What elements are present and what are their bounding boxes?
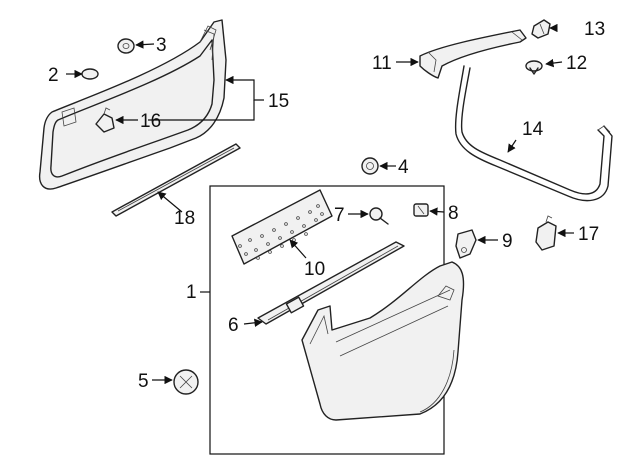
- callout-9: 9: [502, 231, 513, 252]
- callout-17: 17: [578, 224, 599, 245]
- clip-3: [117, 38, 135, 54]
- hinge-9: [455, 229, 477, 259]
- callout-1: 1: [186, 282, 197, 303]
- upper-seal-11: [419, 29, 527, 79]
- clip-8: [413, 203, 429, 217]
- cap-5: [173, 369, 199, 395]
- callout-13: 13: [584, 19, 605, 40]
- callout-14: 14: [522, 119, 544, 140]
- callout-6: 6: [228, 315, 239, 336]
- door-seal-14: [454, 65, 613, 202]
- callout-12: 12: [566, 53, 587, 74]
- leaders: [66, 23, 574, 385]
- regulator-rail-6: [257, 241, 405, 325]
- callout-18: 18: [174, 208, 195, 229]
- grommet-2: [81, 68, 99, 80]
- clip-17: [535, 215, 557, 251]
- callout-2: 2: [48, 65, 59, 86]
- callout-4: 4: [398, 157, 409, 178]
- screw-12: [525, 60, 543, 75]
- frame-weatherstrip: [38, 19, 227, 190]
- callout-15: 15: [268, 91, 289, 112]
- grommet-4: [361, 157, 379, 175]
- callout-3: 3: [156, 35, 167, 56]
- bolt-7: [369, 207, 389, 225]
- callout-16: 16: [140, 111, 161, 132]
- callout-10: 10: [304, 259, 325, 280]
- plug-13: [531, 19, 551, 39]
- door-shell: [301, 261, 465, 421]
- sound-deadener-10: [231, 189, 333, 265]
- callout-8: 8: [448, 203, 459, 224]
- callout-5: 5: [138, 371, 149, 392]
- callout-11: 11: [372, 53, 392, 74]
- fastener-16: [95, 107, 115, 133]
- belt-molding-18: [111, 143, 241, 217]
- callout-7: 7: [334, 205, 345, 226]
